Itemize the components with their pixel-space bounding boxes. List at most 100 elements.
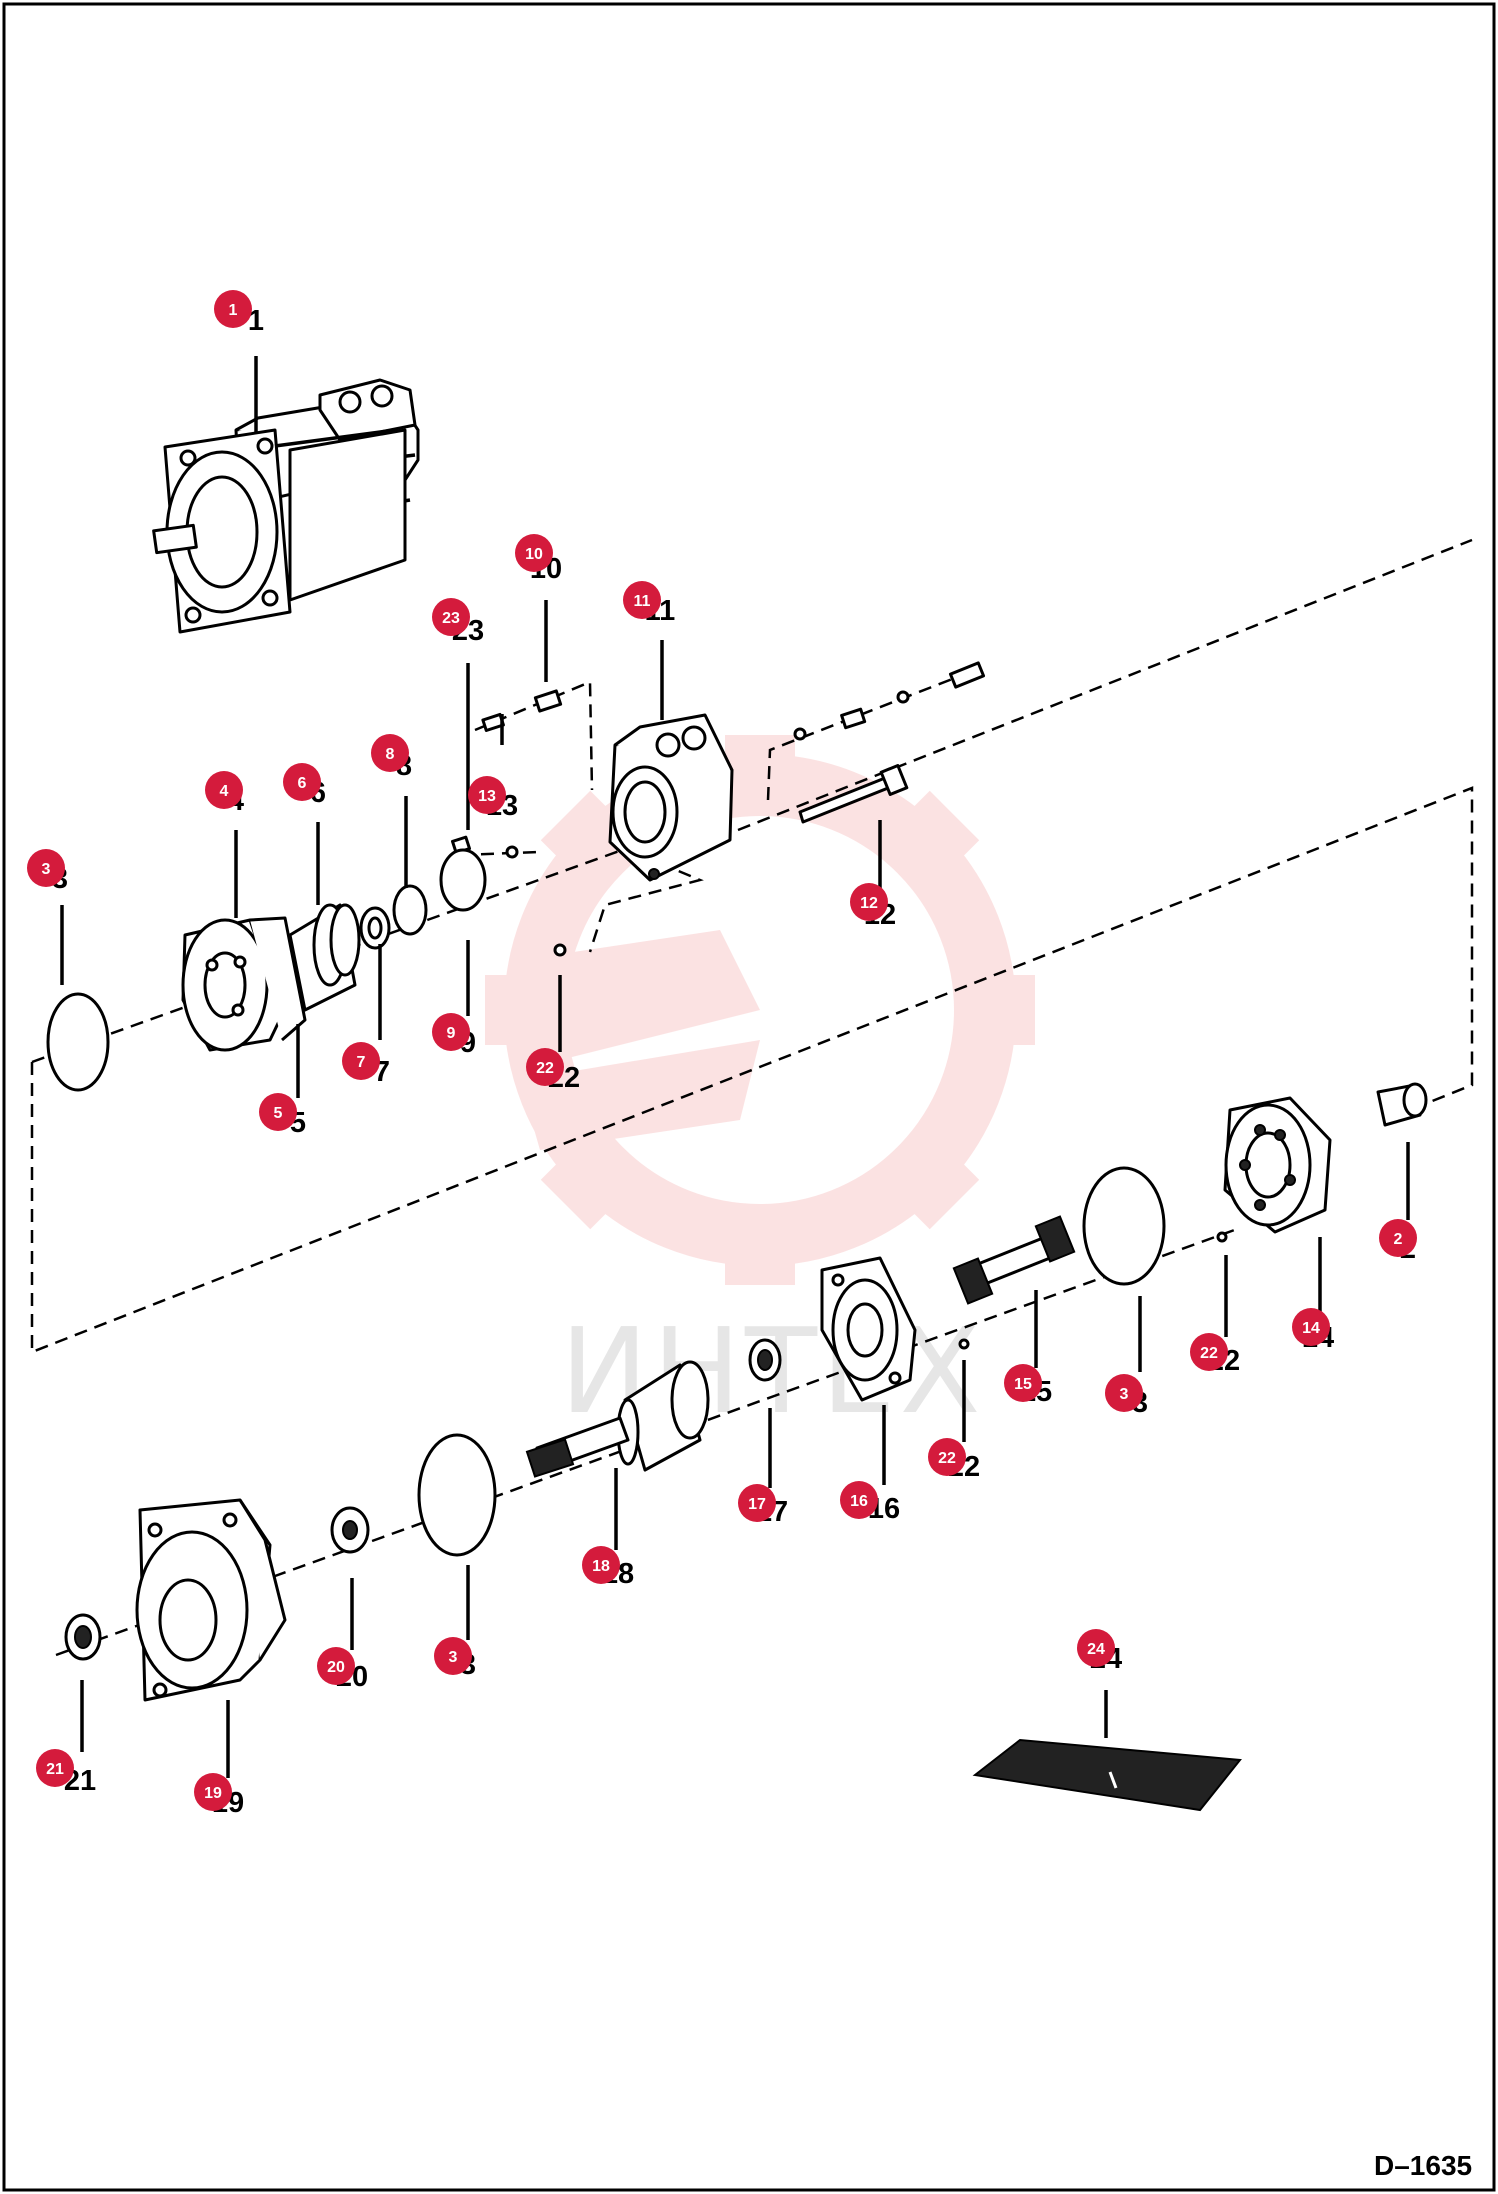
part-14-gerotor — [1223, 1096, 1332, 1234]
callout-c2: 22 — [1379, 1219, 1417, 1265]
callout-c6: 66 — [283, 763, 326, 809]
callout-badge-number: 18 — [592, 1558, 610, 1575]
callout-badge-icon[interactable] — [526, 1048, 564, 1086]
part-22-o-rings — [958, 1231, 1228, 1350]
callout-c19: 1919 — [194, 1773, 244, 1819]
callout-badge-icon[interactable] — [1004, 1364, 1042, 1402]
part-10-13-plugs — [450, 661, 986, 957]
callout-badge-icon[interactable] — [840, 1481, 878, 1519]
callout-badge-number: 22 — [938, 1450, 956, 1467]
callout-badge-icon[interactable] — [928, 1438, 966, 1476]
callout-badge-icon[interactable] — [259, 1093, 297, 1131]
callout-badge-number: 11 — [634, 593, 651, 610]
callout-badge-number: 22 — [536, 1060, 554, 1077]
callout-badge-number: 7 — [357, 1054, 366, 1071]
callout-c1: 11 — [214, 290, 264, 337]
callout-badge-icon[interactable] — [623, 581, 661, 619]
callout-c3c: 33 — [434, 1637, 476, 1681]
callout-c9: 99 — [432, 1013, 476, 1059]
part-number-label: 1 — [248, 305, 264, 337]
part-16-wear-plate — [820, 1256, 917, 1402]
callout-badge-number: 24 — [1087, 1641, 1105, 1658]
callout-c14: 1414 — [1292, 1308, 1334, 1354]
drawing-reference-number: D–1635 — [1374, 2150, 1472, 2181]
callout-badge-icon[interactable] — [371, 734, 409, 772]
part-19-mounting-flange — [135, 1498, 287, 1702]
callout-badge-number: 10 — [525, 546, 543, 563]
callout-badge-number: 3 — [42, 861, 51, 878]
part-7-8-rings — [359, 884, 428, 950]
callout-badge-icon[interactable] — [738, 1484, 776, 1522]
leader-lines — [60, 356, 1410, 1778]
part-4-5-6-end-cap — [181, 903, 361, 1052]
part-3-o-rings — [46, 848, 1166, 1557]
callout-badge-number: 13 — [478, 788, 496, 805]
part-15-drive-link — [952, 1215, 1076, 1305]
callout-badge-icon[interactable] — [582, 1546, 620, 1584]
callout-badge-icon[interactable] — [1190, 1333, 1228, 1371]
callout-layer: 1122333333445566778899101011111212131314… — [27, 290, 1417, 1819]
callout-badge-icon[interactable] — [342, 1042, 380, 1080]
callout-badge-icon[interactable] — [515, 534, 553, 572]
callout-badge-number: 22 — [1200, 1345, 1218, 1362]
callout-c4: 44 — [205, 771, 244, 817]
assembly-dash-lines — [30, 538, 1474, 1657]
part-18-output-shaft — [525, 1360, 710, 1478]
callout-c7: 77 — [342, 1042, 390, 1088]
part-24-seal-kit — [972, 1738, 1242, 1812]
callout-badge-number: 23 — [442, 610, 460, 627]
callout-badge-icon[interactable] — [205, 771, 243, 809]
callout-c15: 1515 — [1004, 1364, 1052, 1408]
callout-badge-icon[interactable] — [27, 849, 65, 887]
callout-badge-icon[interactable] — [1077, 1629, 1115, 1667]
callout-badge-icon[interactable] — [468, 776, 506, 814]
callout-badge-number: 16 — [850, 1493, 868, 1510]
callout-badge-number: 5 — [274, 1105, 283, 1122]
callout-badge-number: 21 — [46, 1761, 64, 1778]
callout-badge-number: 2 — [1394, 1231, 1403, 1248]
callout-badge-icon[interactable] — [850, 883, 888, 921]
callout-c5: 55 — [259, 1093, 306, 1139]
callout-badge-number: 17 — [748, 1496, 766, 1513]
part-2-plug — [1376, 1082, 1428, 1127]
part-20-21-seals — [64, 1506, 370, 1661]
callout-badge-number: 1 — [229, 302, 238, 319]
callout-c24: 2424 — [1077, 1629, 1122, 1675]
callout-badge-number: 3 — [1120, 1386, 1129, 1403]
callout-badge-number: 15 — [1014, 1376, 1032, 1393]
callout-badge-number: 3 — [449, 1649, 458, 1666]
callout-c3a: 33 — [27, 849, 68, 895]
callout-badge-icon[interactable] — [317, 1647, 355, 1685]
part-12-bolt — [798, 764, 909, 824]
callout-badge-icon[interactable] — [1105, 1374, 1143, 1412]
callout-badge-icon[interactable] — [434, 1637, 472, 1675]
callout-badge-icon[interactable] — [214, 290, 252, 328]
callout-c17: 1717 — [738, 1484, 788, 1528]
callout-badge-icon[interactable] — [1292, 1308, 1330, 1346]
callout-badge-number: 4 — [220, 783, 229, 800]
callout-badge-number: 14 — [1302, 1320, 1320, 1337]
callout-badge-number: 20 — [327, 1659, 345, 1676]
callout-badge-icon[interactable] — [194, 1773, 232, 1811]
callout-c13: 1313 — [468, 776, 518, 822]
callout-badge-icon[interactable] — [432, 598, 470, 636]
part-17-seal — [748, 1338, 782, 1382]
callout-badge-icon[interactable] — [432, 1013, 470, 1051]
callout-badge-icon[interactable] — [283, 763, 321, 801]
callout-badge-number: 6 — [298, 775, 307, 792]
callout-badge-number: 19 — [204, 1785, 222, 1802]
callout-badge-icon[interactable] — [36, 1749, 74, 1787]
callout-badge-icon[interactable] — [1379, 1219, 1417, 1257]
